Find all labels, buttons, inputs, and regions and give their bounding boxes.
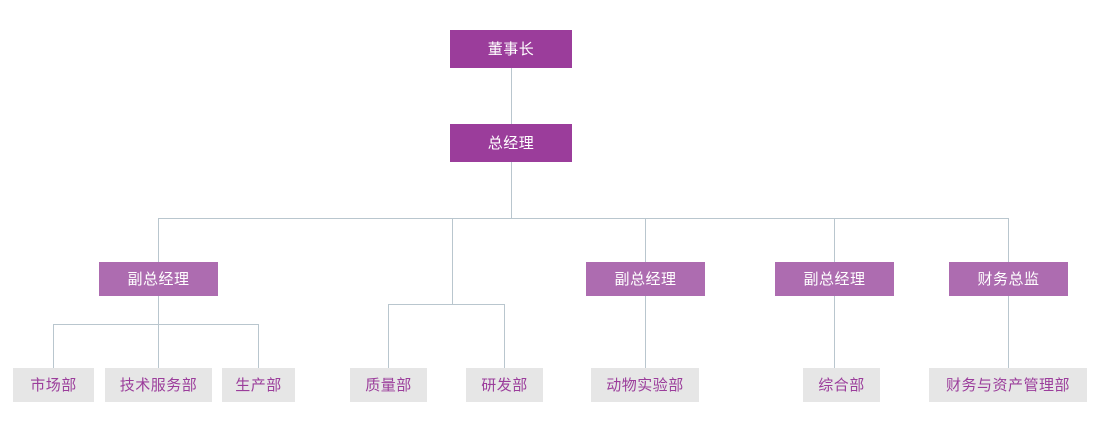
node-deputy-general-manager-3[interactable]: 副总经理 — [775, 262, 894, 296]
node-dept-animal-lab[interactable]: 动物实验部 — [591, 368, 699, 402]
node-deputy-general-manager-2[interactable]: 副总经理 — [586, 262, 705, 296]
connector-subbus-drop-rnd — [504, 304, 505, 368]
connector-bus-drop-deputy-1 — [158, 218, 159, 262]
node-dept-rnd[interactable]: 研发部 — [466, 368, 543, 402]
connector-deputy-1-to-subbus — [158, 296, 159, 324]
connector-deputy-3-to-general-affairs — [834, 296, 835, 368]
node-chairman[interactable]: 董事长 — [450, 30, 572, 68]
node-finance-director[interactable]: 财务总监 — [949, 262, 1068, 296]
connector-main-bus — [158, 218, 1009, 219]
connector-subbus-deputy-1 — [53, 324, 259, 325]
connector-gm-to-bus — [511, 160, 512, 218]
connector-subbus-center-branch — [388, 304, 505, 305]
connector-finance-director-to-dept — [1008, 296, 1009, 368]
connector-subbus-drop-quality — [388, 304, 389, 368]
node-dept-finance-asset[interactable]: 财务与资产管理部 — [929, 368, 1087, 402]
connector-chairman-to-gm — [511, 68, 512, 124]
connector-bus-drop-finance-director — [1008, 218, 1009, 262]
connector-subbus-drop-tech-service — [158, 324, 159, 368]
node-dept-tech-service[interactable]: 技术服务部 — [105, 368, 212, 402]
connector-bus-drop-center-branch — [452, 218, 453, 304]
node-dept-quality[interactable]: 质量部 — [350, 368, 427, 402]
node-general-manager[interactable]: 总经理 — [450, 124, 572, 162]
node-dept-production[interactable]: 生产部 — [222, 368, 295, 402]
node-dept-general-affairs[interactable]: 综合部 — [803, 368, 880, 402]
connector-deputy-2-to-animal-lab — [645, 296, 646, 368]
connector-bus-drop-deputy-3 — [834, 218, 835, 262]
connector-subbus-drop-marketing — [53, 324, 54, 368]
node-deputy-general-manager-1[interactable]: 副总经理 — [99, 262, 218, 296]
node-dept-marketing[interactable]: 市场部 — [13, 368, 94, 402]
connector-subbus-drop-production — [258, 324, 259, 368]
connector-bus-drop-deputy-2 — [645, 218, 646, 262]
